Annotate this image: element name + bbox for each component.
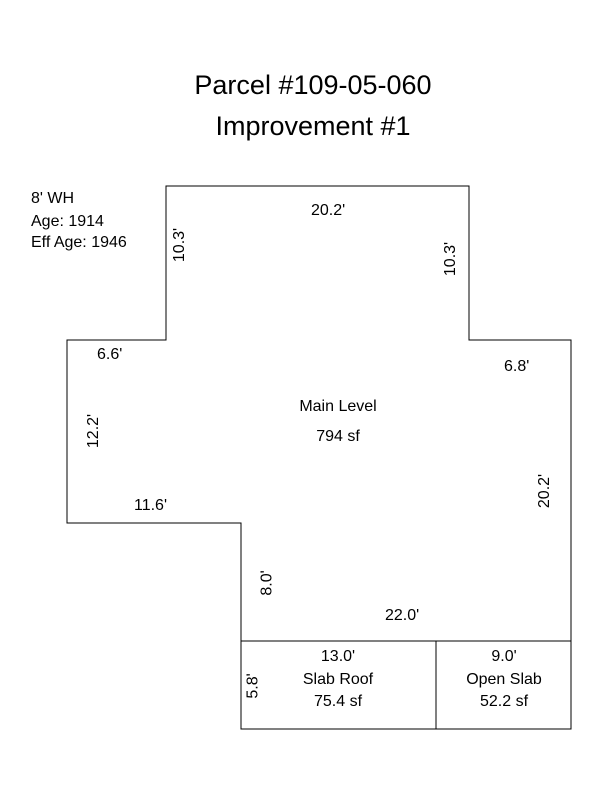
dim-bottom-left-width: 11.6': [134, 497, 168, 514]
open-slab-name: Open Slab: [466, 671, 542, 688]
dim-top-width: 20.2': [311, 202, 346, 219]
dim-top-right-height: 10.3': [442, 241, 460, 277]
slab-roof-width: 13.0': [320, 648, 356, 665]
age-note: Age: 1914: [31, 213, 104, 230]
main-level-area: 794 sf: [316, 428, 360, 445]
wall-height-note: 8' WH: [31, 190, 75, 207]
slab-roof-area: 75.4 sf: [313, 693, 363, 710]
slab-roof-depth: 5.8': [244, 673, 262, 699]
open-slab-area: 52.2 sf: [479, 693, 529, 710]
dim-left-step: 6.6': [97, 346, 123, 363]
slab-roof-name: Slab Roof: [302, 671, 374, 688]
eff-age-note: Eff Age: 1946: [31, 234, 127, 251]
dim-left-height: 12.2': [85, 413, 103, 449]
parcel-title: Parcel #109-05-060: [194, 70, 432, 100]
main-level-name: Main Level: [299, 398, 377, 415]
open-slab-outline: [435, 640, 572, 730]
dim-top-left-height: 10.3': [171, 227, 189, 263]
dim-right-height: 20.2': [536, 473, 554, 509]
dim-bottom-width: 22.0': [385, 607, 420, 624]
open-slab-width: 9.0': [491, 648, 517, 665]
improvement-title: Improvement #1: [215, 111, 411, 141]
dim-inner-height: 8.0': [258, 570, 276, 596]
dim-right-step: 6.8': [504, 358, 530, 375]
